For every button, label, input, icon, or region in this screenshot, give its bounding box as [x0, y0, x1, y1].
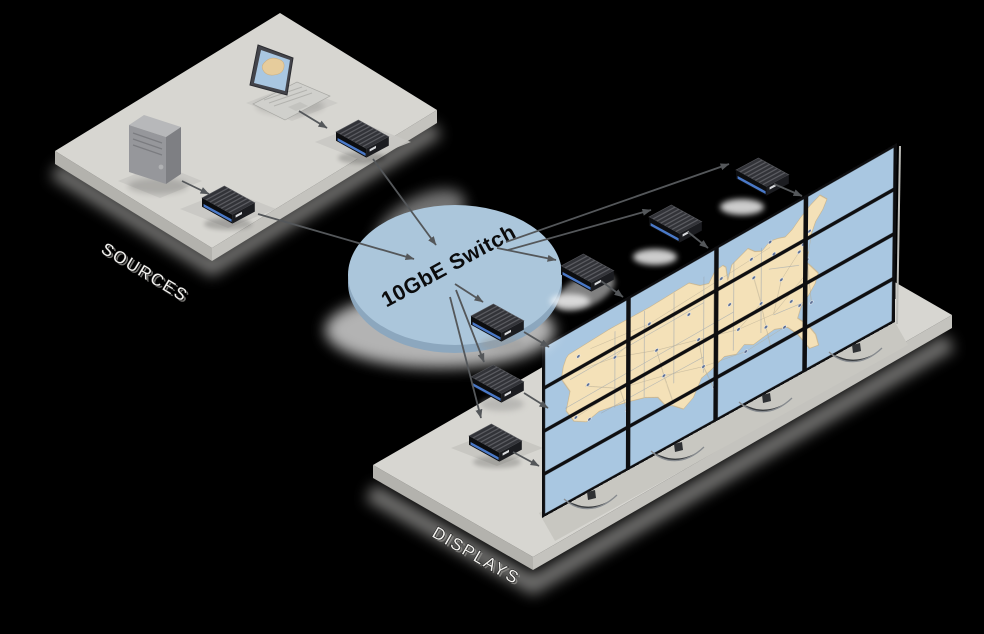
- arrow-decoder2-to-wall: [687, 231, 709, 249]
- wall-base-strip: [539, 317, 908, 541]
- encoder-device-1: [201, 185, 256, 225]
- arrow-decoder3-to-wall: [600, 280, 624, 298]
- arrow-decoder6-to-wall: [512, 451, 540, 467]
- tower-power-button: [158, 164, 164, 170]
- decoder-1-soft-shadow: [720, 199, 764, 215]
- tv-stand-icon: [563, 489, 618, 510]
- arrow-switch-to-decoder5: [455, 289, 485, 363]
- tower-side: [166, 127, 181, 184]
- arrow-switch-to-decoder4: [454, 283, 484, 303]
- encoder-1-soft-shadow: [204, 218, 252, 230]
- arrow-encoder1-to-switch: [257, 213, 415, 261]
- arrow-decoder1-to-wall: [773, 183, 803, 197]
- connection-arrows: [181, 110, 803, 467]
- sources-platform-side-left: [55, 151, 212, 261]
- decoder-6-soft-shadow: [473, 456, 521, 468]
- decoder-device-6: [468, 423, 523, 463]
- decoder-4-soft-shadow: [480, 337, 524, 351]
- video-wall-surface: [542, 143, 897, 518]
- decoder-3-soft-shadow: [550, 294, 590, 308]
- sources-label-group: SOURCES SOURCES: [97, 239, 193, 308]
- arrow-tower-to-encoder: [181, 180, 210, 195]
- tv-stand-icon: [828, 342, 883, 363]
- tower-soft-shadow: [128, 178, 188, 194]
- network-switch-disk-icon: [348, 205, 562, 345]
- sources-platform-shadow: [50, 121, 442, 277]
- tv-stands: [563, 342, 883, 510]
- sources-label: SOURCES: [98, 239, 192, 306]
- decoder-device-5: [470, 364, 525, 404]
- displays-label-group: DISPLAYS DISPLAYS: [428, 522, 525, 590]
- displays-platform-side-left: [373, 465, 533, 570]
- tower-top: [129, 115, 181, 137]
- displays-label: DISPLAYS: [429, 523, 523, 588]
- tower-pc-icon: [128, 115, 188, 194]
- tower-front: [129, 125, 166, 184]
- displays-platform-side-right: [533, 315, 952, 570]
- arrow-switch-to-decoder1: [505, 163, 730, 243]
- arrow-laptop-to-encoder: [298, 110, 328, 129]
- decoder-2-soft-shadow: [633, 249, 677, 265]
- decoder-5-soft-shadow: [480, 397, 524, 411]
- video-wall: [542, 143, 897, 518]
- us-map-land: [561, 191, 827, 488]
- decoder-device-1: [735, 157, 790, 197]
- arrow-switch-to-decoder6: [449, 296, 483, 419]
- laptop-trackpad: [288, 102, 308, 111]
- encoder-device-2: [335, 119, 390, 159]
- tower-drive-bays: [132, 132, 163, 156]
- arrow-decoder5-to-wall: [523, 392, 549, 409]
- arrow-decoder4-to-wall: [523, 331, 550, 348]
- wall-side-edge: [896, 145, 901, 325]
- arrow-switch-to-decoder2: [507, 208, 652, 251]
- network-switch: 10GbE Switch: [348, 205, 562, 353]
- laptop-screen-map: [261, 57, 285, 76]
- laptop-icon: [249, 44, 331, 121]
- arrow-switch-to-decoder3: [496, 247, 557, 262]
- us-map: [561, 191, 827, 488]
- arrow-encoder2-to-switch: [372, 158, 437, 246]
- tv-stand-icon: [738, 392, 793, 413]
- displays-platform-shadow: [365, 334, 955, 596]
- tv-stand-icon: [650, 441, 705, 462]
